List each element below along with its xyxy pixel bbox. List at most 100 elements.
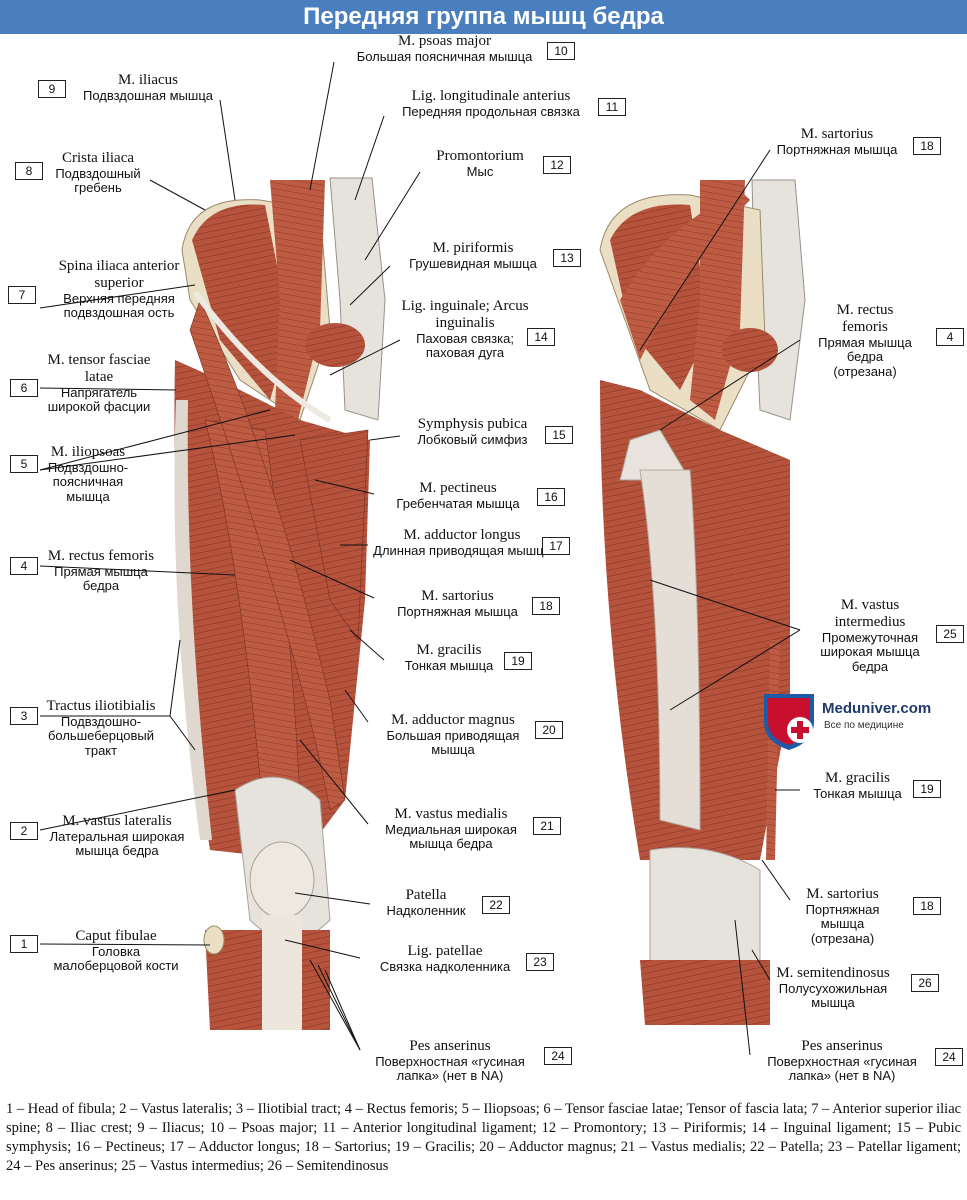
label-sartorius-right: M. sartorius Портняжная мышца bbox=[762, 126, 912, 157]
legend-item: 19 – Gracilis; bbox=[395, 1139, 476, 1155]
label-ru: Большая приводящая мышца bbox=[386, 727, 520, 758]
label-ru: Передняя продольная связка bbox=[402, 103, 580, 119]
right-thigh-figure bbox=[599, 179, 806, 1025]
label-ru: Медиальная широкая мышца бедра bbox=[385, 821, 517, 852]
label-la: Pes anserinus bbox=[409, 1038, 491, 1054]
callout-number: 15 bbox=[545, 426, 573, 444]
label-semitendinosus-right: M. semitendinosus Полусухожильная мышца bbox=[762, 965, 904, 1011]
label-la: M. pectineus bbox=[419, 480, 497, 496]
legend-item: 17 – Adductor longus; bbox=[169, 1139, 301, 1155]
callout-number: 1 bbox=[10, 935, 38, 953]
legend-item: 16 – Pectineus; bbox=[75, 1139, 166, 1155]
legend-item: 6 – Tensor fasciae latae; Tensor of fasc… bbox=[543, 1101, 808, 1117]
label-la: M. vastus intermedius bbox=[834, 597, 906, 630]
label-la: Lig. longitudinale anterius bbox=[411, 88, 571, 104]
piriformis-right bbox=[722, 328, 778, 372]
legend-item: 5 – Iliopsoas; bbox=[461, 1101, 540, 1117]
label-la: M. rectus femoris bbox=[47, 548, 155, 564]
label-ru: Тонкая мышца bbox=[404, 657, 494, 673]
label-la: M. adductor longus bbox=[403, 527, 521, 543]
legend-item: 21 – Vastus medialis; bbox=[620, 1139, 746, 1155]
label-la: M. psoas major bbox=[398, 33, 491, 49]
label-vastus-intermedius-right: M. vastus intermedius Промежуточная широ… bbox=[800, 597, 940, 674]
iliotibial-tract bbox=[174, 400, 212, 840]
sartorius bbox=[189, 299, 346, 811]
callout-number: 20 bbox=[535, 721, 563, 739]
legend-item: 15 – Pubic symphysis; bbox=[6, 1120, 962, 1155]
label-ru: Подвздошный гребень bbox=[55, 165, 141, 196]
label-la: M. rectus femoris bbox=[836, 302, 894, 335]
label-la: Caput fibulae bbox=[75, 928, 157, 944]
callout-number: 18 bbox=[913, 897, 941, 915]
label-rectus-femoris-right: M. rectus femoris Прямая мышца бедра (от… bbox=[800, 302, 930, 379]
label-lig-longitudinale: Lig. longitudinale anterius Передняя про… bbox=[385, 88, 597, 119]
label-ru: Портняжная мышца (отрезана) bbox=[805, 901, 880, 946]
brand-name: Meduniver.com bbox=[822, 700, 932, 717]
label-la: M. gracilis bbox=[825, 770, 890, 786]
legend-item: 7 – Anterior superior iliac spine; bbox=[6, 1101, 962, 1136]
label-piriformis: M. piriformis Грушевидная мышца bbox=[392, 240, 554, 271]
legend-item: 4 – Rectus femoris; bbox=[344, 1101, 458, 1117]
label-ru: Паховая связка; паховая дуга bbox=[416, 330, 514, 361]
psoas-muscle bbox=[270, 180, 325, 420]
legend-item: 22 – Patella; bbox=[749, 1139, 824, 1155]
label-vastus-medialis: M. vastus medialis Медиальная широкая мы… bbox=[370, 806, 532, 852]
left-thigh-figure bbox=[174, 177, 386, 1030]
legend-item: 1 – Head of fibula; bbox=[6, 1101, 116, 1117]
label-la: Promontorium bbox=[436, 148, 524, 164]
label-la: Pes anserinus bbox=[801, 1038, 883, 1054]
sartorius-right bbox=[620, 190, 750, 360]
callout-number: 6 bbox=[10, 379, 38, 397]
label-sartorius-cut-right: M. sartorius Портняжная мышца (отрезана) bbox=[790, 886, 895, 946]
label-iliacus: M. iliacus Подвздошная мышца bbox=[68, 72, 228, 103]
label-ru: Головка малоберцовой кости bbox=[53, 943, 179, 974]
callout-number: 17 bbox=[542, 537, 570, 555]
callout-number: 10 bbox=[547, 42, 575, 60]
callout-number: 18 bbox=[913, 137, 941, 155]
legend-item: 23 – Patellar ligament; bbox=[827, 1139, 962, 1155]
callout-number: 8 bbox=[15, 162, 43, 180]
label-la: M. iliopsoas bbox=[50, 444, 126, 460]
label-ru: Мыс bbox=[466, 163, 494, 179]
label-ru: Подвздошно-большеберцовый тракт bbox=[47, 713, 155, 758]
label-vastus-lateralis: M. vastus lateralis Латеральная широкая … bbox=[36, 813, 198, 859]
label-psoas-major: M. psoas major Большая поясничная мышца bbox=[342, 33, 547, 64]
label-promontorium: Promontorium Мыс bbox=[420, 148, 540, 179]
legend-item: 3 – Iliotibial tract; bbox=[235, 1101, 342, 1117]
label-pes-anserinus-right: Pes anserinus Поверхностная «гусиная лап… bbox=[752, 1038, 932, 1084]
label-tensor-fasciae: M. tensor fasciae latae Напрягатель широ… bbox=[34, 352, 164, 415]
label-ru: Напрягатель широкой фасции bbox=[47, 384, 151, 415]
callout-number: 5 bbox=[10, 455, 38, 473]
callout-number: 26 bbox=[911, 974, 939, 992]
callout-number: 23 bbox=[526, 953, 554, 971]
callout-number: 2 bbox=[10, 822, 38, 840]
legend-item: 9 – Iliacus; bbox=[137, 1120, 205, 1136]
label-la: M. vastus medialis bbox=[394, 806, 508, 822]
fibula-head bbox=[203, 925, 225, 955]
label-ru: Подвздошная мышца bbox=[83, 87, 213, 103]
label-la: Crista iliaca bbox=[61, 150, 135, 166]
label-ru: Латеральная широкая мышца бедра bbox=[49, 828, 185, 859]
label-la: M. vastus lateralis bbox=[62, 813, 172, 829]
callout-number: 25 bbox=[936, 625, 964, 643]
brand-tagline: Все по медицине bbox=[824, 720, 904, 731]
callout-number: 4 bbox=[936, 328, 964, 346]
callout-number: 22 bbox=[482, 896, 510, 914]
label-ru: Подвздошно-поясничная мышца bbox=[47, 459, 129, 504]
label-la: M. sartorius bbox=[421, 588, 494, 604]
callout-number: 3 bbox=[10, 707, 38, 725]
label-la: M. adductor magnus bbox=[391, 712, 515, 728]
label-ru: Надколенник bbox=[386, 902, 466, 918]
label-symphysis: Symphysis pubica Лобковый симфиз bbox=[400, 416, 545, 447]
figure-legend: 1 – Head of fibula; 2 – Vastus lateralis… bbox=[6, 1100, 961, 1176]
label-la: M. sartorius bbox=[800, 126, 874, 142]
label-ru: Полусухожильная мышца bbox=[778, 980, 888, 1011]
legend-item: 12 – Promontory; bbox=[541, 1120, 647, 1136]
callout-number: 7 bbox=[8, 286, 36, 304]
label-ru: Лобковый симфиз bbox=[417, 431, 528, 447]
label-gracilis-right: M. gracilis Тонкая мышца bbox=[800, 770, 915, 801]
legend-item: 8 – Iliac crest; bbox=[45, 1120, 133, 1136]
piriformis-muscle bbox=[305, 323, 365, 367]
label-la: M. sartorius bbox=[806, 886, 879, 902]
label-ru: Верхняя передняя подвздошная ость bbox=[63, 290, 175, 321]
